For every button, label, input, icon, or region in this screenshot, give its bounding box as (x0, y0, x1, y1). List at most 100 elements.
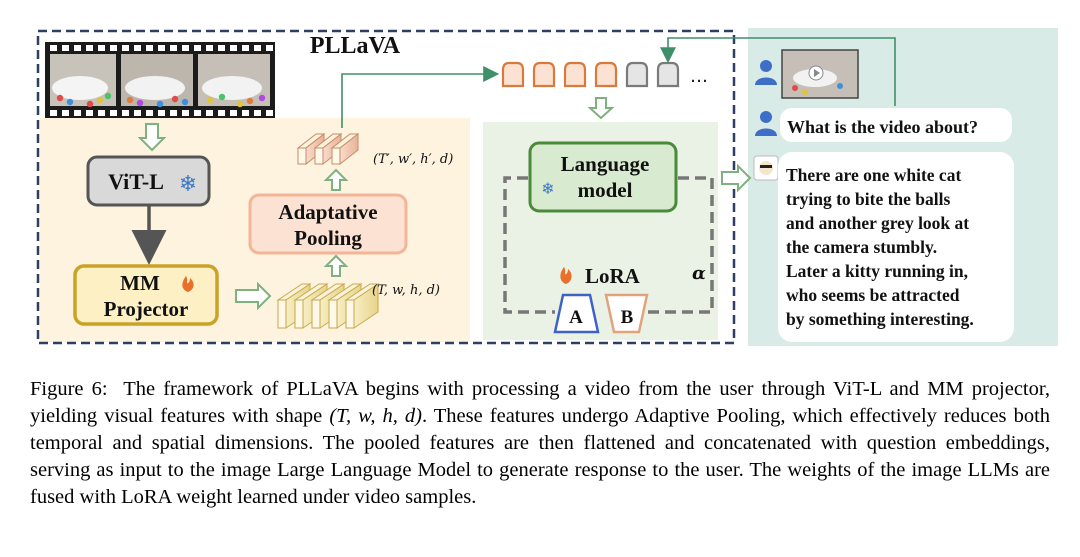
projector-label-line2: Projector (104, 297, 189, 321)
ball (258, 94, 266, 102)
film-sprocket (50, 45, 57, 51)
ball (156, 100, 164, 108)
caption-label: Figure 6: (30, 378, 108, 400)
fire-icon (182, 276, 194, 292)
user-icon (755, 111, 777, 136)
alpha-label: α (692, 263, 706, 284)
answer-line: and another grey look at (786, 213, 969, 233)
film-sprocket (170, 110, 177, 116)
shape-after-label: (T′, w′, h′, d) (373, 152, 453, 167)
feature-pillar (328, 299, 338, 329)
film-sprocket (206, 110, 213, 116)
film-sprocket (194, 110, 201, 116)
film-sprocket (86, 45, 93, 51)
token (594, 61, 618, 88)
token-ellipsis: … (690, 66, 708, 87)
film-sprocket (62, 45, 69, 51)
film-sprocket (110, 45, 117, 51)
ball (218, 93, 226, 101)
mm-projector: MM Projector (73, 264, 219, 326)
ball (171, 95, 179, 103)
arrow-video-to-vit (137, 123, 167, 152)
film-sprocket (74, 45, 81, 51)
film-sprocket (206, 45, 213, 51)
snowflake-icon: ❄ (179, 172, 197, 197)
lm-label-line2: model (578, 178, 633, 202)
token (656, 61, 680, 88)
feature-pillar (294, 299, 304, 329)
film-sprocket (266, 45, 273, 51)
play-icon (814, 69, 820, 77)
chat-panel: What is the video about? There are one w… (753, 49, 1014, 342)
lora-b-label: B (621, 307, 634, 328)
answer-text: There are one white cat trying to bite th… (786, 165, 974, 329)
ball (96, 96, 104, 104)
lora-matrix-a (553, 293, 600, 334)
lora-label: LoRA (585, 264, 641, 288)
video-thumbnail (781, 49, 859, 99)
film-sprocket (218, 110, 225, 116)
feature-pillar (345, 299, 355, 329)
film-sprocket (50, 110, 57, 116)
film-sprocket (98, 45, 105, 51)
vit-l-encoder: ViT-L ❄ (86, 155, 211, 207)
ball (181, 98, 189, 106)
film-sprocket (134, 110, 141, 116)
film-sprocket (242, 45, 249, 51)
token-sequence (501, 61, 680, 88)
figure-caption: Figure 6: The framework of PLLaVA begins… (30, 376, 1050, 511)
film-sprocket (266, 110, 273, 116)
film-sprocket (254, 110, 261, 116)
shape-before-label: (T, w, h, d) (372, 283, 440, 298)
film-sprocket (122, 45, 129, 51)
pooling-label-line1: Adaptative (278, 200, 377, 224)
film-sprocket (182, 110, 189, 116)
language-model: Language model ❄ (528, 141, 678, 213)
film-sprocket (158, 45, 165, 51)
film-sprocket (218, 45, 225, 51)
arrow-tokens-to-lm (587, 97, 615, 120)
pooled-pillar (314, 147, 324, 165)
pooling-label-line2: Pooling (294, 226, 362, 250)
lora-matrix-b (604, 293, 649, 334)
token (501, 61, 525, 88)
arrow-features-to-pooling (323, 254, 349, 277)
film-sprocket (230, 110, 237, 116)
answer-line: Later a kitty running in, (786, 261, 968, 281)
film-sprocket (158, 110, 165, 116)
feature-pillar (277, 299, 287, 329)
ball (86, 100, 94, 108)
pllava-framework-diagram: PLLaVA ViT-L ❄ MM Projector (T, w, h, d) (36, 28, 1058, 346)
film-sprocket (122, 110, 129, 116)
film-sprocket (230, 45, 237, 51)
arrow-projector-to-features (235, 281, 272, 311)
pooled-feature-tensor (296, 132, 360, 166)
arrow-lm-to-response (721, 163, 752, 193)
film-sprocket (74, 110, 81, 116)
feature-pillar (311, 299, 321, 329)
user-icon (755, 60, 777, 85)
caption-shape: (T, w, h, d) (329, 405, 422, 427)
lm-label-line1: Language (561, 152, 650, 176)
arrow-pooling-to-pooled (323, 168, 349, 191)
ball (136, 99, 144, 107)
answer-line: trying to bite the balls (786, 189, 950, 209)
film-sprocket (62, 110, 69, 116)
answer-line: There are one white cat (786, 165, 961, 185)
answer-line: the camera stumbly. (786, 237, 937, 257)
ball (56, 94, 64, 102)
arrow-pooled-to-tokens (341, 66, 500, 128)
film-sprocket (170, 45, 177, 51)
lora-dashed-loop (503, 176, 714, 314)
ball (66, 98, 74, 106)
token (625, 61, 649, 88)
ball (104, 92, 112, 100)
projector-label-line1: MM (120, 271, 160, 295)
film-sprocket (242, 110, 249, 116)
film-sprocket (182, 45, 189, 51)
film-sprocket (98, 110, 105, 116)
film-sprocket (110, 110, 117, 116)
lora-a-label: A (569, 307, 583, 328)
token (532, 61, 556, 88)
arrow-question-to-tokens (660, 37, 896, 106)
